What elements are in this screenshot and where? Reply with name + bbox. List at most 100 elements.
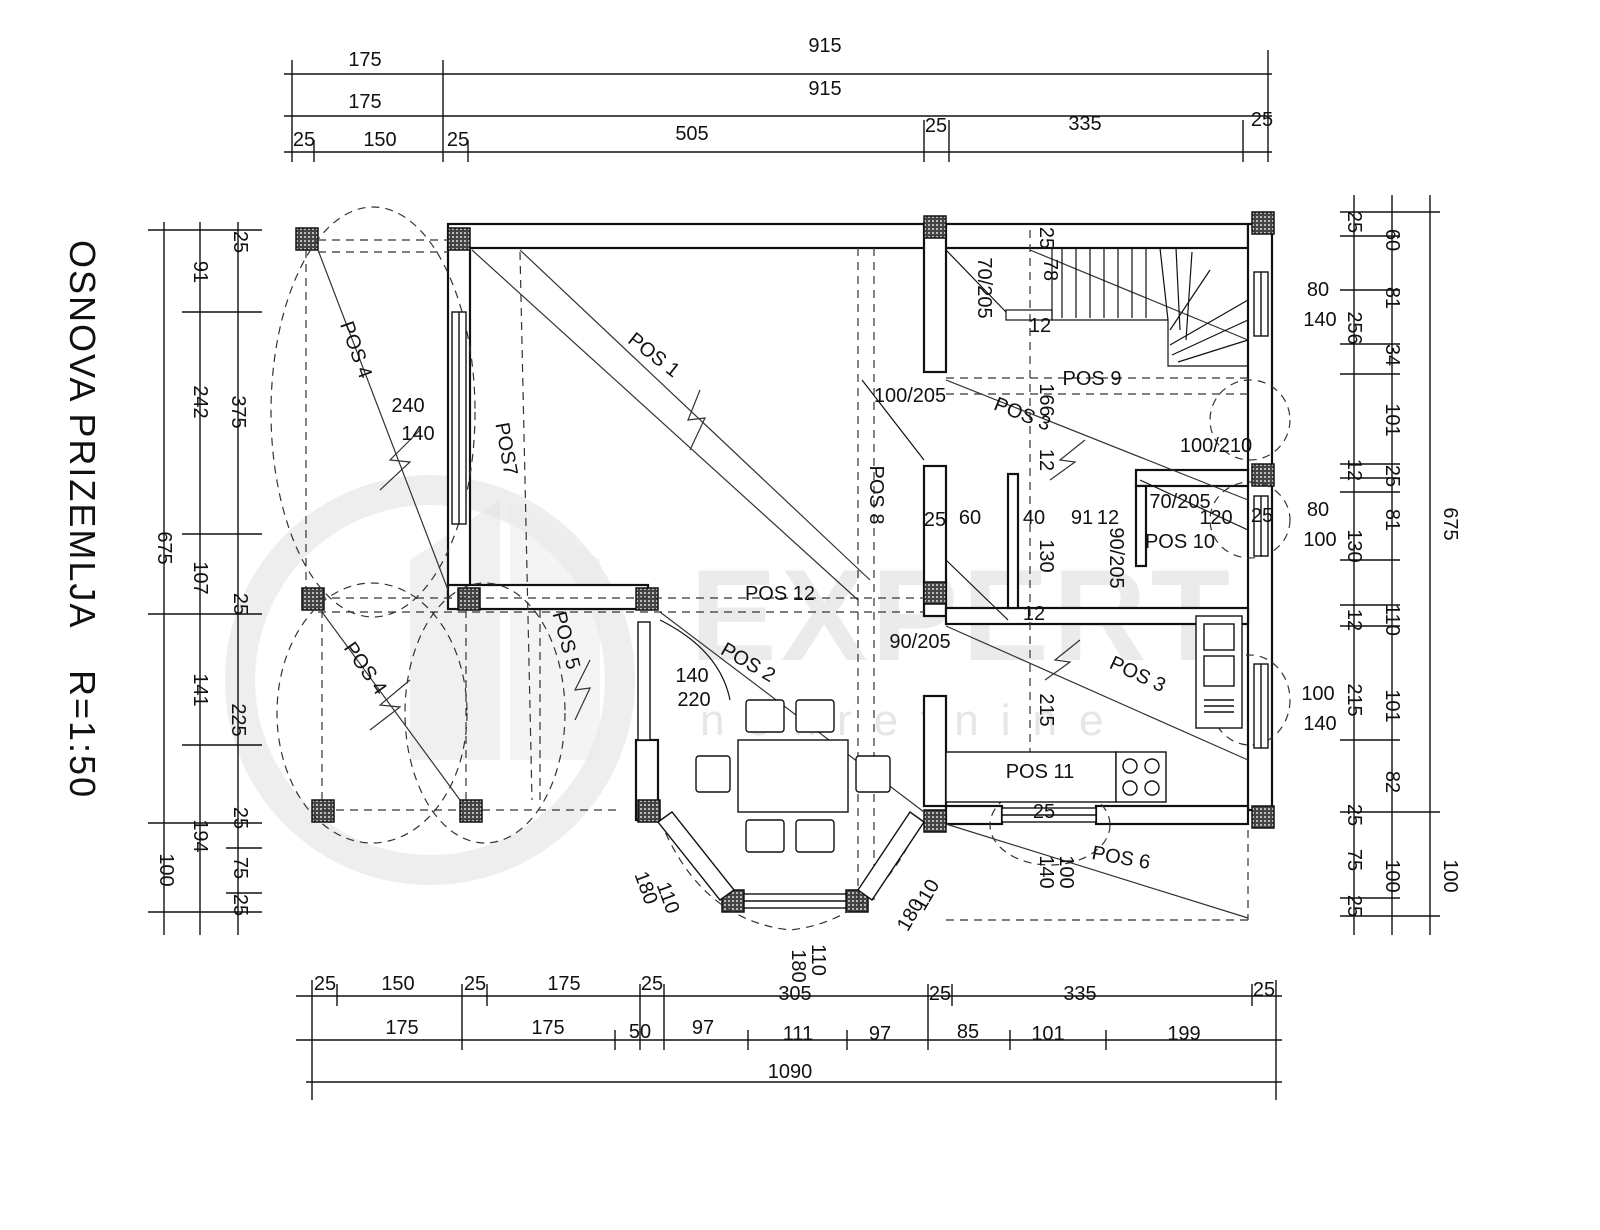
dining-table — [737, 739, 849, 813]
opening-label: 110 — [652, 879, 684, 916]
bottom-dim-label: 85 — [957, 1021, 979, 1043]
right-dim-label: 101 — [1381, 689, 1403, 722]
bottom-dim-label: 335 — [1063, 983, 1096, 1005]
left-dim-label: 225 — [227, 703, 249, 736]
stove — [1115, 751, 1167, 803]
drawing-scale: R=1:50 — [62, 670, 103, 799]
opening-label: 90/205 — [1105, 527, 1127, 588]
interior-dim-label: 40 — [1023, 507, 1045, 529]
bottom-dim-label: 97 — [692, 1017, 714, 1039]
right-dim-label: 25 — [1343, 804, 1365, 826]
right-dim-label: 100 — [1439, 859, 1461, 892]
bottom-dim-label: 305 — [778, 983, 811, 1005]
opening-label: 70/205 — [1149, 491, 1210, 513]
opening-label: 140 — [675, 665, 708, 687]
bottom-dim-label: 175 — [531, 1017, 564, 1039]
title-group: OSNOVA PRIZEMLJA R=1:50 — [62, 240, 103, 799]
top-dim-label: 175 — [348, 91, 381, 113]
opening-label: 100/205 — [874, 385, 946, 407]
opening-label: 140 — [1303, 309, 1336, 331]
bottom-dim-label: 175 — [385, 1017, 418, 1039]
right-dim-label: 215 — [1343, 683, 1365, 716]
position-label: POS 4 — [339, 638, 391, 699]
opening-label: 100 — [1055, 855, 1077, 888]
top-dim-label: 150 — [363, 129, 396, 151]
position-label: POS 1 — [624, 328, 684, 382]
interior-dim-label: 215 — [1035, 693, 1057, 726]
position-label: POS 6 — [1090, 842, 1152, 874]
top-dim-label: 25 — [1251, 109, 1273, 131]
right-dim-label: 82 — [1381, 771, 1403, 793]
top-dim-label: 335 — [1068, 113, 1101, 135]
left-dim-label: 25 — [229, 231, 251, 253]
opening-label: 180 — [787, 949, 809, 982]
bottom-dim-label: 50 — [629, 1021, 651, 1043]
opening-label: 80 — [1307, 499, 1329, 521]
left-dim-label: 107 — [189, 561, 211, 594]
opening-label: 220 — [677, 689, 710, 711]
right-dim-label: 100 — [1381, 859, 1403, 892]
left-dim-label: 25 — [229, 807, 251, 829]
interior-dim-label: 120 — [1199, 507, 1232, 529]
right-dim-label: 12 — [1343, 459, 1365, 481]
top-dim-label: 915 — [808, 78, 841, 100]
columns — [295, 211, 1275, 913]
left-dim-label: 25 — [229, 894, 251, 916]
position-label: POS7 — [490, 421, 521, 477]
left-dim-label: 100 — [155, 853, 177, 886]
right-dim-label: 25 — [1343, 211, 1365, 233]
left-dim-label: 194 — [189, 819, 211, 852]
bottom-dim-label: 25 — [464, 973, 486, 995]
right-dim-label: 34 — [1381, 344, 1403, 366]
left-dim-label: 25 — [229, 593, 251, 615]
left-dim-label: 75 — [229, 857, 251, 879]
right-dim-label: 101 — [1381, 403, 1403, 436]
bottom-dim-label: 199 — [1167, 1023, 1200, 1045]
interior-dim-label: 12 — [1097, 507, 1119, 529]
position-label: POS 4 — [335, 319, 376, 382]
opening-label: 100 — [1303, 529, 1336, 551]
interior-dim-label: 12 — [1029, 315, 1051, 337]
right-dim-label: 130 — [1343, 529, 1365, 562]
dimension-lines — [148, 50, 1440, 1100]
right-dim-label: 12 — [1343, 609, 1365, 631]
top-dim-label: 175 — [348, 49, 381, 71]
bottom-dim-label: 25 — [929, 983, 951, 1005]
opening-label: 100/210 — [1180, 435, 1252, 457]
bottom-dim-label: 25 — [314, 973, 336, 995]
right-dim-label: 675 — [1439, 507, 1461, 540]
bottom-dim-label: 101 — [1031, 1023, 1064, 1045]
bottom-dim-label: 175 — [547, 973, 580, 995]
right-dim-label: 81 — [1381, 287, 1403, 309]
opening-label: 70/205 — [973, 257, 995, 318]
right-dim-label: 25 — [1381, 465, 1403, 487]
bottom-dim-label: 150 — [381, 973, 414, 995]
right-dim-label: 110 — [1381, 604, 1403, 636]
left-dim-label: 675 — [153, 531, 175, 564]
interior-dim-label: 25 — [1251, 505, 1273, 527]
top-dim-label: 915 — [808, 35, 841, 57]
left-dim-label: 375 — [227, 395, 249, 428]
interior-dim-label: 78 — [1039, 259, 1061, 281]
interior-dim-label: 91 — [1071, 507, 1093, 529]
left-dim-label: 242 — [189, 385, 211, 418]
position-label: POS 11 — [1006, 761, 1075, 783]
total-width-label: 1090 — [768, 1061, 813, 1083]
stairs — [1005, 247, 1249, 367]
right-dim-label: 81 — [1381, 509, 1403, 531]
furniture — [637, 615, 1243, 853]
interior-dim-label: 25 — [1035, 227, 1057, 249]
position-diagonals — [317, 249, 1249, 919]
interior-dim-label: 60 — [959, 507, 981, 529]
position-label: POS 9 — [1063, 368, 1122, 390]
opening-label: 140 — [1035, 855, 1057, 888]
right-dim-label: 256 — [1343, 311, 1365, 344]
opening-label: 140 — [1303, 713, 1336, 735]
interior-dim-label: 12 — [1023, 603, 1045, 625]
top-dim-label: 25 — [925, 115, 947, 137]
top-dim-label: 25 — [293, 129, 315, 151]
top-dim-label: 505 — [675, 123, 708, 145]
left-dim-label: 141 — [189, 673, 211, 706]
